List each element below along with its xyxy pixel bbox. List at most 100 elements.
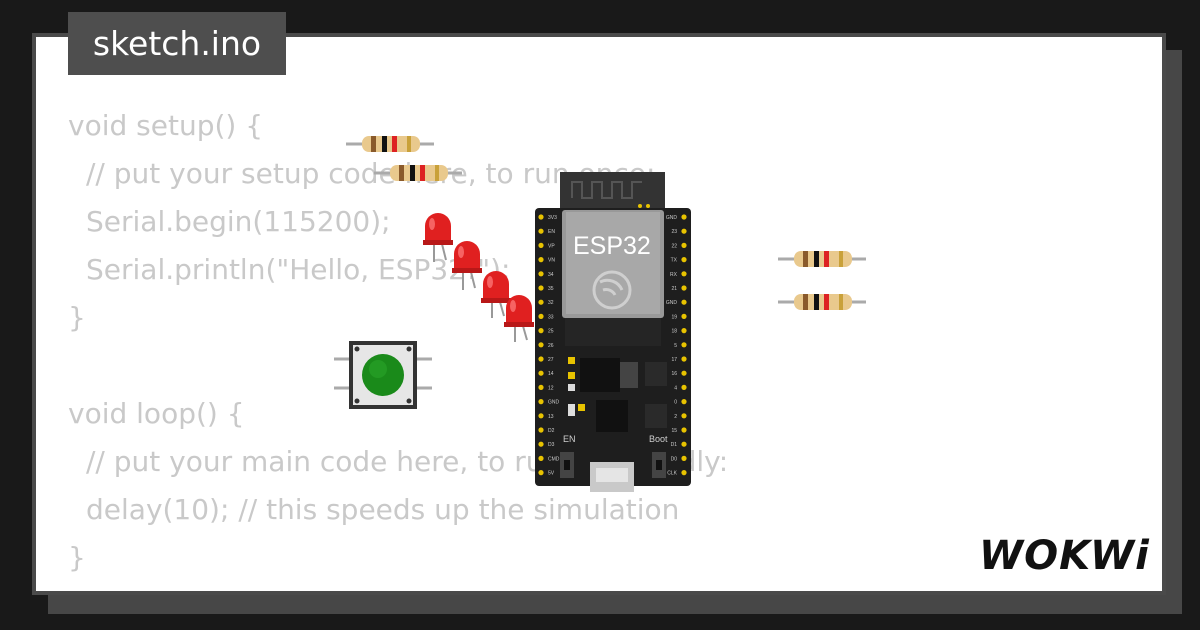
code-line: delay(10); // this speeds up the simulat… [68,486,728,534]
pin-label: EN [548,229,555,235]
pin-label: 18 [671,329,677,335]
pin-18[interactable] [681,328,687,334]
en-label: EN [563,434,576,444]
code-line: } [68,294,728,342]
pin-label: VN [548,258,555,264]
pin-CLK[interactable] [681,470,687,476]
pin-15[interactable] [681,427,687,433]
esp32-board[interactable]: ESP32 EN Boot 3V3ENVPVN34353233252627141… [535,172,691,492]
pin-label: D1 [671,442,678,448]
pin-label: CLK [667,471,677,477]
pin-label: 15 [671,428,677,434]
pin-12[interactable] [538,384,544,390]
pin-25[interactable] [538,328,544,334]
resistor-1[interactable] [346,136,434,152]
led-4[interactable] [504,295,534,342]
pin-label: CMD [548,456,560,462]
esp32-label: ESP32 [573,232,651,260]
code-line-text: delay(10); // this speeds up the simulat… [86,493,680,526]
pin-D3[interactable] [538,441,544,447]
led-2[interactable] [452,241,482,290]
pin-label: 5V [548,471,555,477]
pin-26[interactable] [538,342,544,348]
left-pin-header: 3V3ENVPVN343532332526271412GND13D2D3CMD5… [538,214,560,477]
pin-label: 4 [674,385,677,391]
code-editor[interactable]: void setup() {// put your setup code her… [68,102,728,582]
resistor-4[interactable] [778,294,866,310]
boot-label: Boot [649,434,668,444]
pin-label: 27 [548,357,554,363]
pin-D1[interactable] [681,441,687,447]
pin-label: GND [666,300,678,306]
pin-label: 26 [548,343,554,349]
espressif-logo-icon [592,270,632,310]
pin-label: 5 [674,343,677,349]
pin-5V[interactable] [538,470,544,476]
pin-D0[interactable] [681,455,687,461]
resistor-2[interactable] [374,165,462,181]
pin-label: 2 [674,414,677,420]
pin-21[interactable] [681,285,687,291]
pin-D2[interactable] [538,427,544,433]
pin-label: D2 [548,428,555,434]
pin-33[interactable] [538,313,544,319]
pin-label: 13 [548,414,554,420]
pin-label: D0 [671,456,678,462]
pin-label: 12 [548,385,554,391]
pin-TX[interactable] [681,257,687,263]
pin-label: 19 [671,314,677,320]
pin-2[interactable] [681,413,687,419]
pin-label: 25 [548,329,554,335]
pin-32[interactable] [538,299,544,305]
pin-27[interactable] [538,356,544,362]
led-3[interactable] [481,271,511,318]
pin-label: D3 [548,442,555,448]
pin-19[interactable] [681,313,687,319]
pin-label: VP [548,243,555,249]
resistor-3[interactable] [778,251,866,267]
pin-34[interactable] [538,271,544,277]
pin-RX[interactable] [681,271,687,277]
file-tab[interactable]: sketch.ino [68,12,286,75]
pin-VN[interactable] [538,257,544,263]
pin-23[interactable] [681,228,687,234]
pin-5[interactable] [681,342,687,348]
pin-35[interactable] [538,285,544,291]
code-line: Serial.begin(115200); [68,198,728,246]
wokwi-logo: WOKWi [979,533,1150,579]
pin-GND[interactable] [681,214,687,220]
led-1[interactable] [423,213,453,262]
pin-14[interactable] [538,370,544,376]
code-line-text: // put your setup code here, to run once… [86,157,656,190]
code-line-text: void loop() { [68,397,245,430]
pin-17[interactable] [681,356,687,362]
pin-22[interactable] [681,242,687,248]
pin-0[interactable] [681,399,687,405]
pin-EN[interactable] [538,228,544,234]
code-line: } [68,534,728,582]
code-line: // put your setup code here, to run once… [68,150,728,198]
code-line-text: } [68,301,86,334]
code-line-text: Serial.begin(115200); [86,205,391,238]
pin-GND[interactable] [538,399,544,405]
pin-label: 34 [548,272,554,278]
pin-GND[interactable] [681,299,687,305]
pin-16[interactable] [681,370,687,376]
pin-VP[interactable] [538,242,544,248]
pin-label: 14 [548,371,554,377]
push-button[interactable] [334,341,432,409]
pin-CMD[interactable] [538,455,544,461]
pin-label: 21 [671,286,677,292]
wokwi-logo-text: WOKWi [979,533,1150,579]
pin-label: GND [666,215,678,221]
pin-label: 32 [548,300,554,306]
pin-13[interactable] [538,413,544,419]
pin-4[interactable] [681,384,687,390]
pin-label: 16 [671,371,677,377]
pin-3V3[interactable] [538,214,544,220]
pin-label: 22 [671,243,677,249]
code-line-text: } [68,541,86,574]
pin-label: 3V3 [548,215,557,221]
